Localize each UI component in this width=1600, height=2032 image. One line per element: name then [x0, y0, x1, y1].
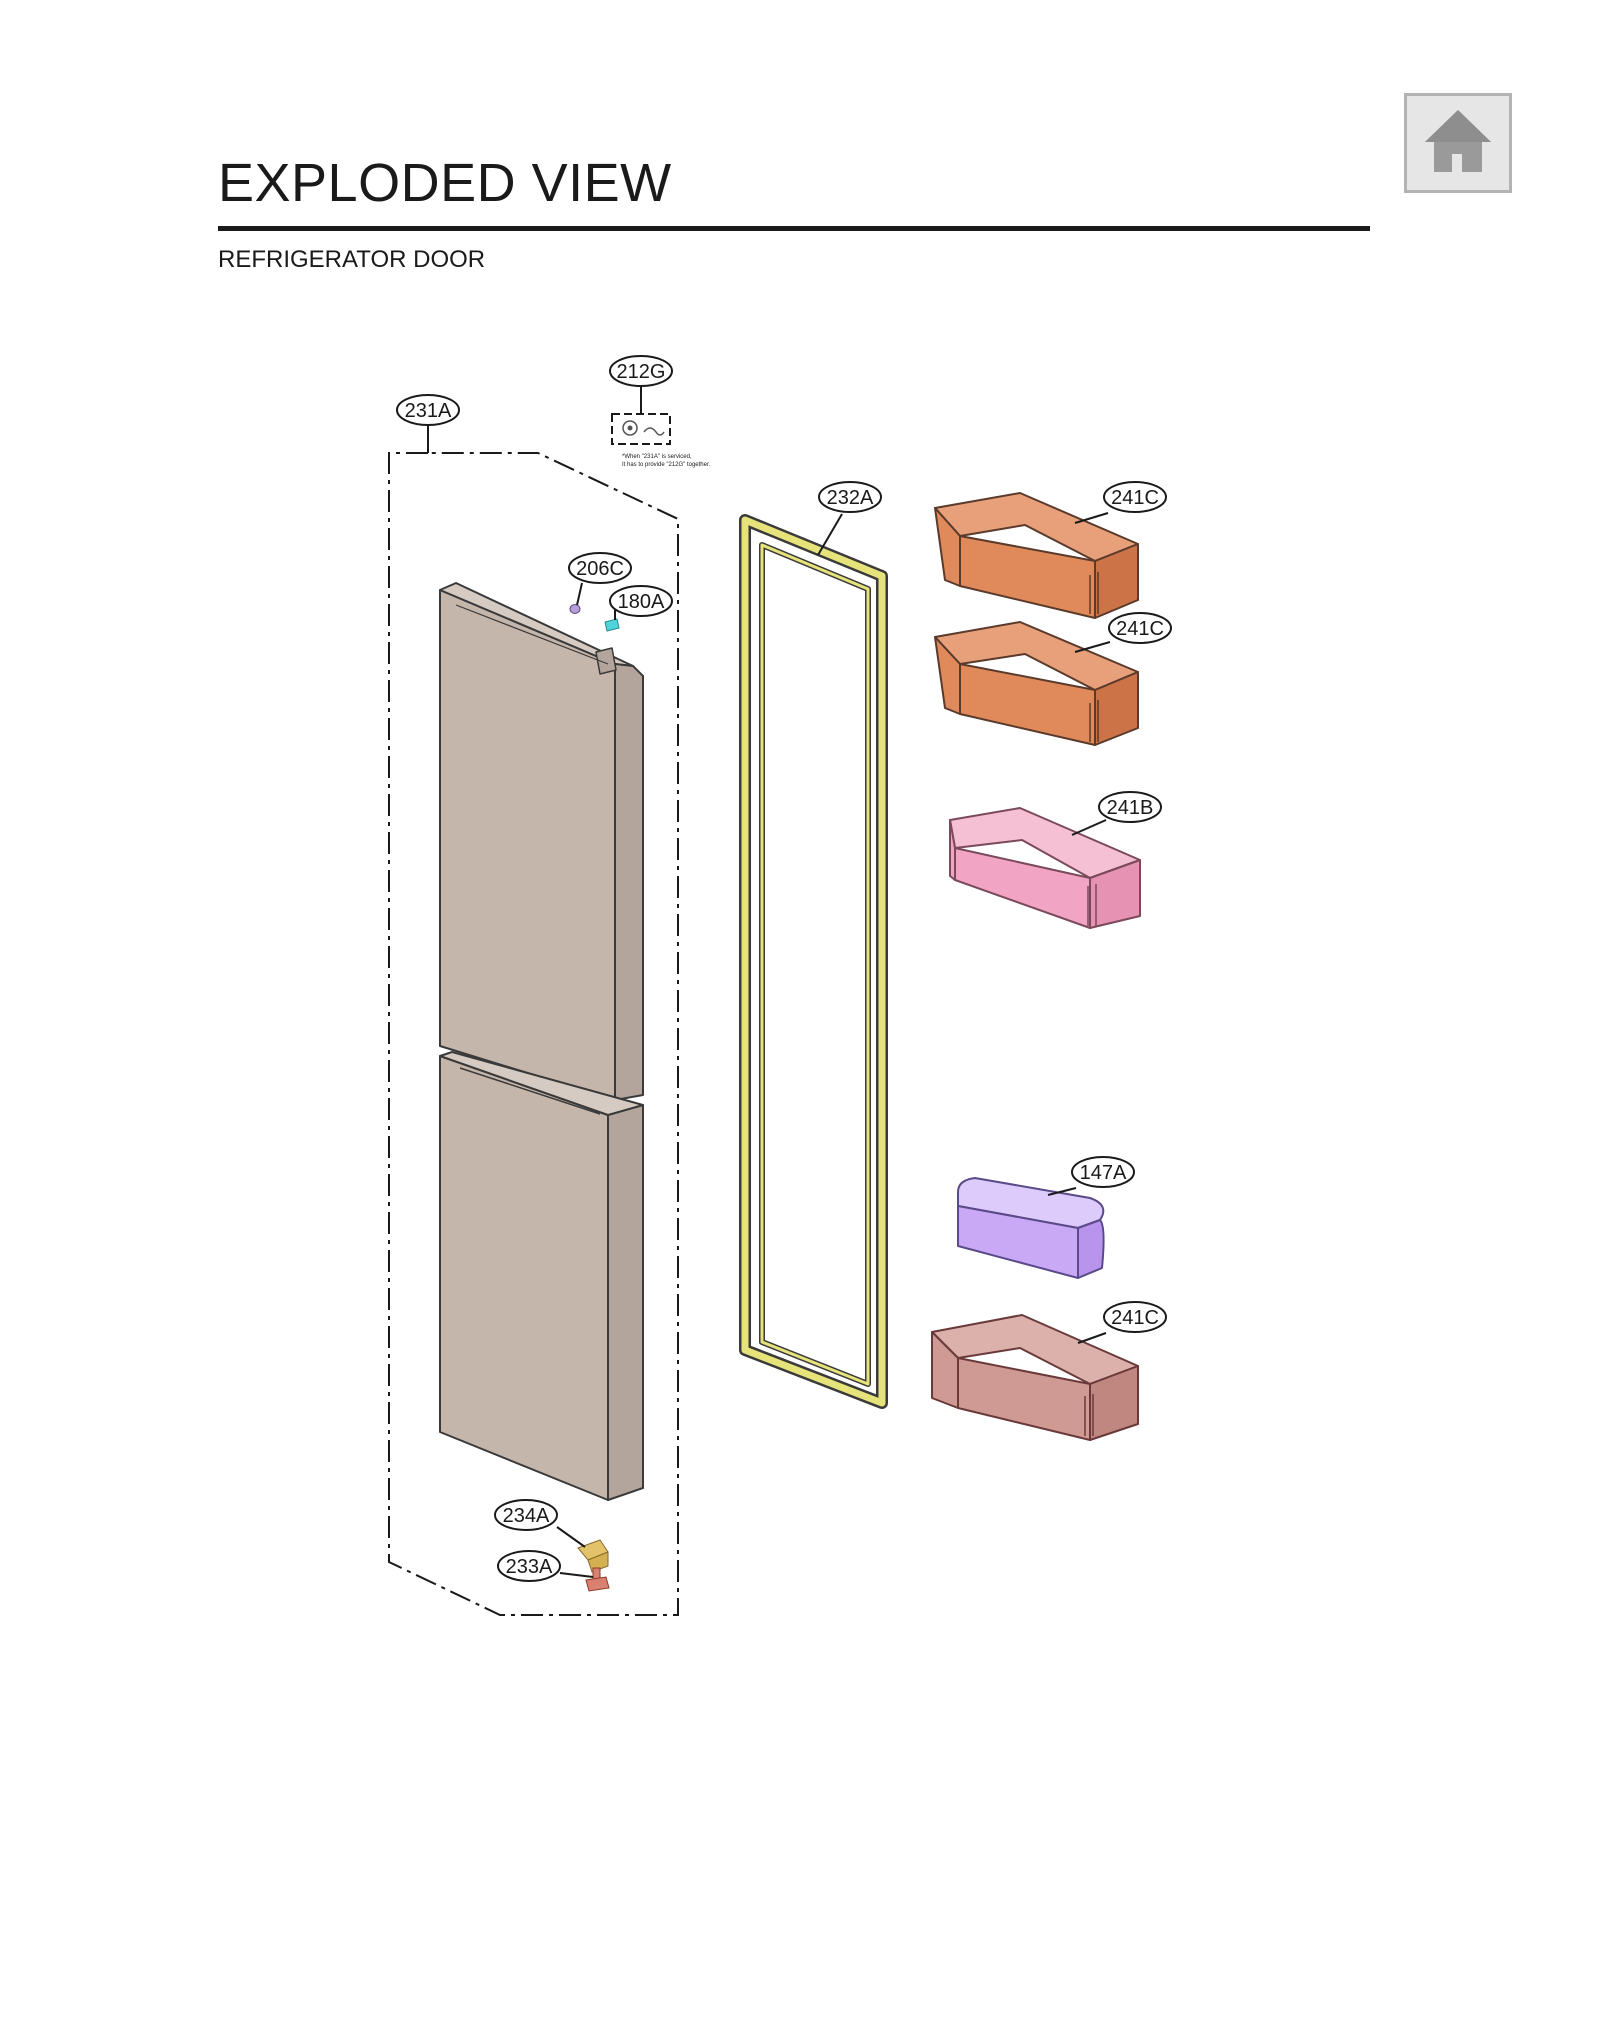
door-bin-241b — [949, 807, 1141, 929]
hinge-234a-part — [577, 1539, 609, 1573]
callout-231a: 231A — [396, 394, 460, 426]
title-rule — [218, 226, 1370, 231]
callout-206c-label: 206C — [576, 558, 624, 580]
callout-147a: 147A — [1071, 1156, 1135, 1188]
service-note-line2: It has to provide "212G" together. — [622, 462, 711, 468]
callout-233a: 233A — [497, 1550, 561, 1582]
callout-180a: 180A — [609, 585, 673, 617]
door-gasket — [739, 514, 888, 1409]
assembly-bracket — [388, 452, 679, 1616]
callout-206c: 206C — [568, 552, 632, 584]
door-bin-147a — [957, 1177, 1105, 1279]
callout-233a-label: 233A — [506, 1556, 553, 1578]
callout-232a: 232A — [818, 481, 882, 513]
callout-241c-bottom: 241C — [1103, 1301, 1167, 1333]
kit-212g-box — [611, 413, 671, 445]
service-note-line1: *When "231A" is serviced, — [622, 454, 692, 460]
door-bin-241c-second — [934, 621, 1139, 746]
leader-lines — [427, 384, 1111, 1578]
callout-241b: 241B — [1098, 791, 1162, 823]
door-upper-panel — [439, 582, 644, 1101]
door-lower-panel — [439, 1051, 644, 1501]
page-subtitle: REFRIGERATOR DOOR — [218, 246, 486, 273]
callout-180a-label: 180A — [618, 591, 665, 613]
callout-241c-top: 241C — [1103, 481, 1167, 513]
callout-234a-label: 234A — [503, 1505, 550, 1527]
home-button[interactable] — [1404, 93, 1512, 193]
callout-241c-top-label: 241C — [1111, 487, 1159, 509]
door-bin-241c-bottom — [931, 1314, 1139, 1441]
callout-212g: 212G — [609, 355, 673, 387]
callout-241c-second-label: 241C — [1116, 618, 1164, 640]
hinge-233a-part — [585, 1567, 610, 1592]
clip-180a-part — [604, 618, 620, 632]
callout-241c-bottom-label: 241C — [1111, 1307, 1159, 1329]
callout-241c-second: 241C — [1108, 612, 1172, 644]
service-note: *When "231A" is serviced, It has to prov… — [622, 454, 711, 468]
home-icon — [1425, 110, 1491, 172]
callout-241b-label: 241B — [1107, 797, 1154, 819]
cap-206c-part — [569, 604, 581, 614]
page-title: EXPLODED VIEW — [218, 153, 672, 213]
callout-234a: 234A — [494, 1499, 558, 1531]
callout-231a-label: 231A — [405, 400, 452, 422]
callout-147a-label: 147A — [1080, 1162, 1127, 1184]
callout-212g-label: 212G — [617, 361, 666, 383]
door-bin-241c-top — [934, 492, 1139, 619]
callout-232a-label: 232A — [827, 487, 874, 509]
